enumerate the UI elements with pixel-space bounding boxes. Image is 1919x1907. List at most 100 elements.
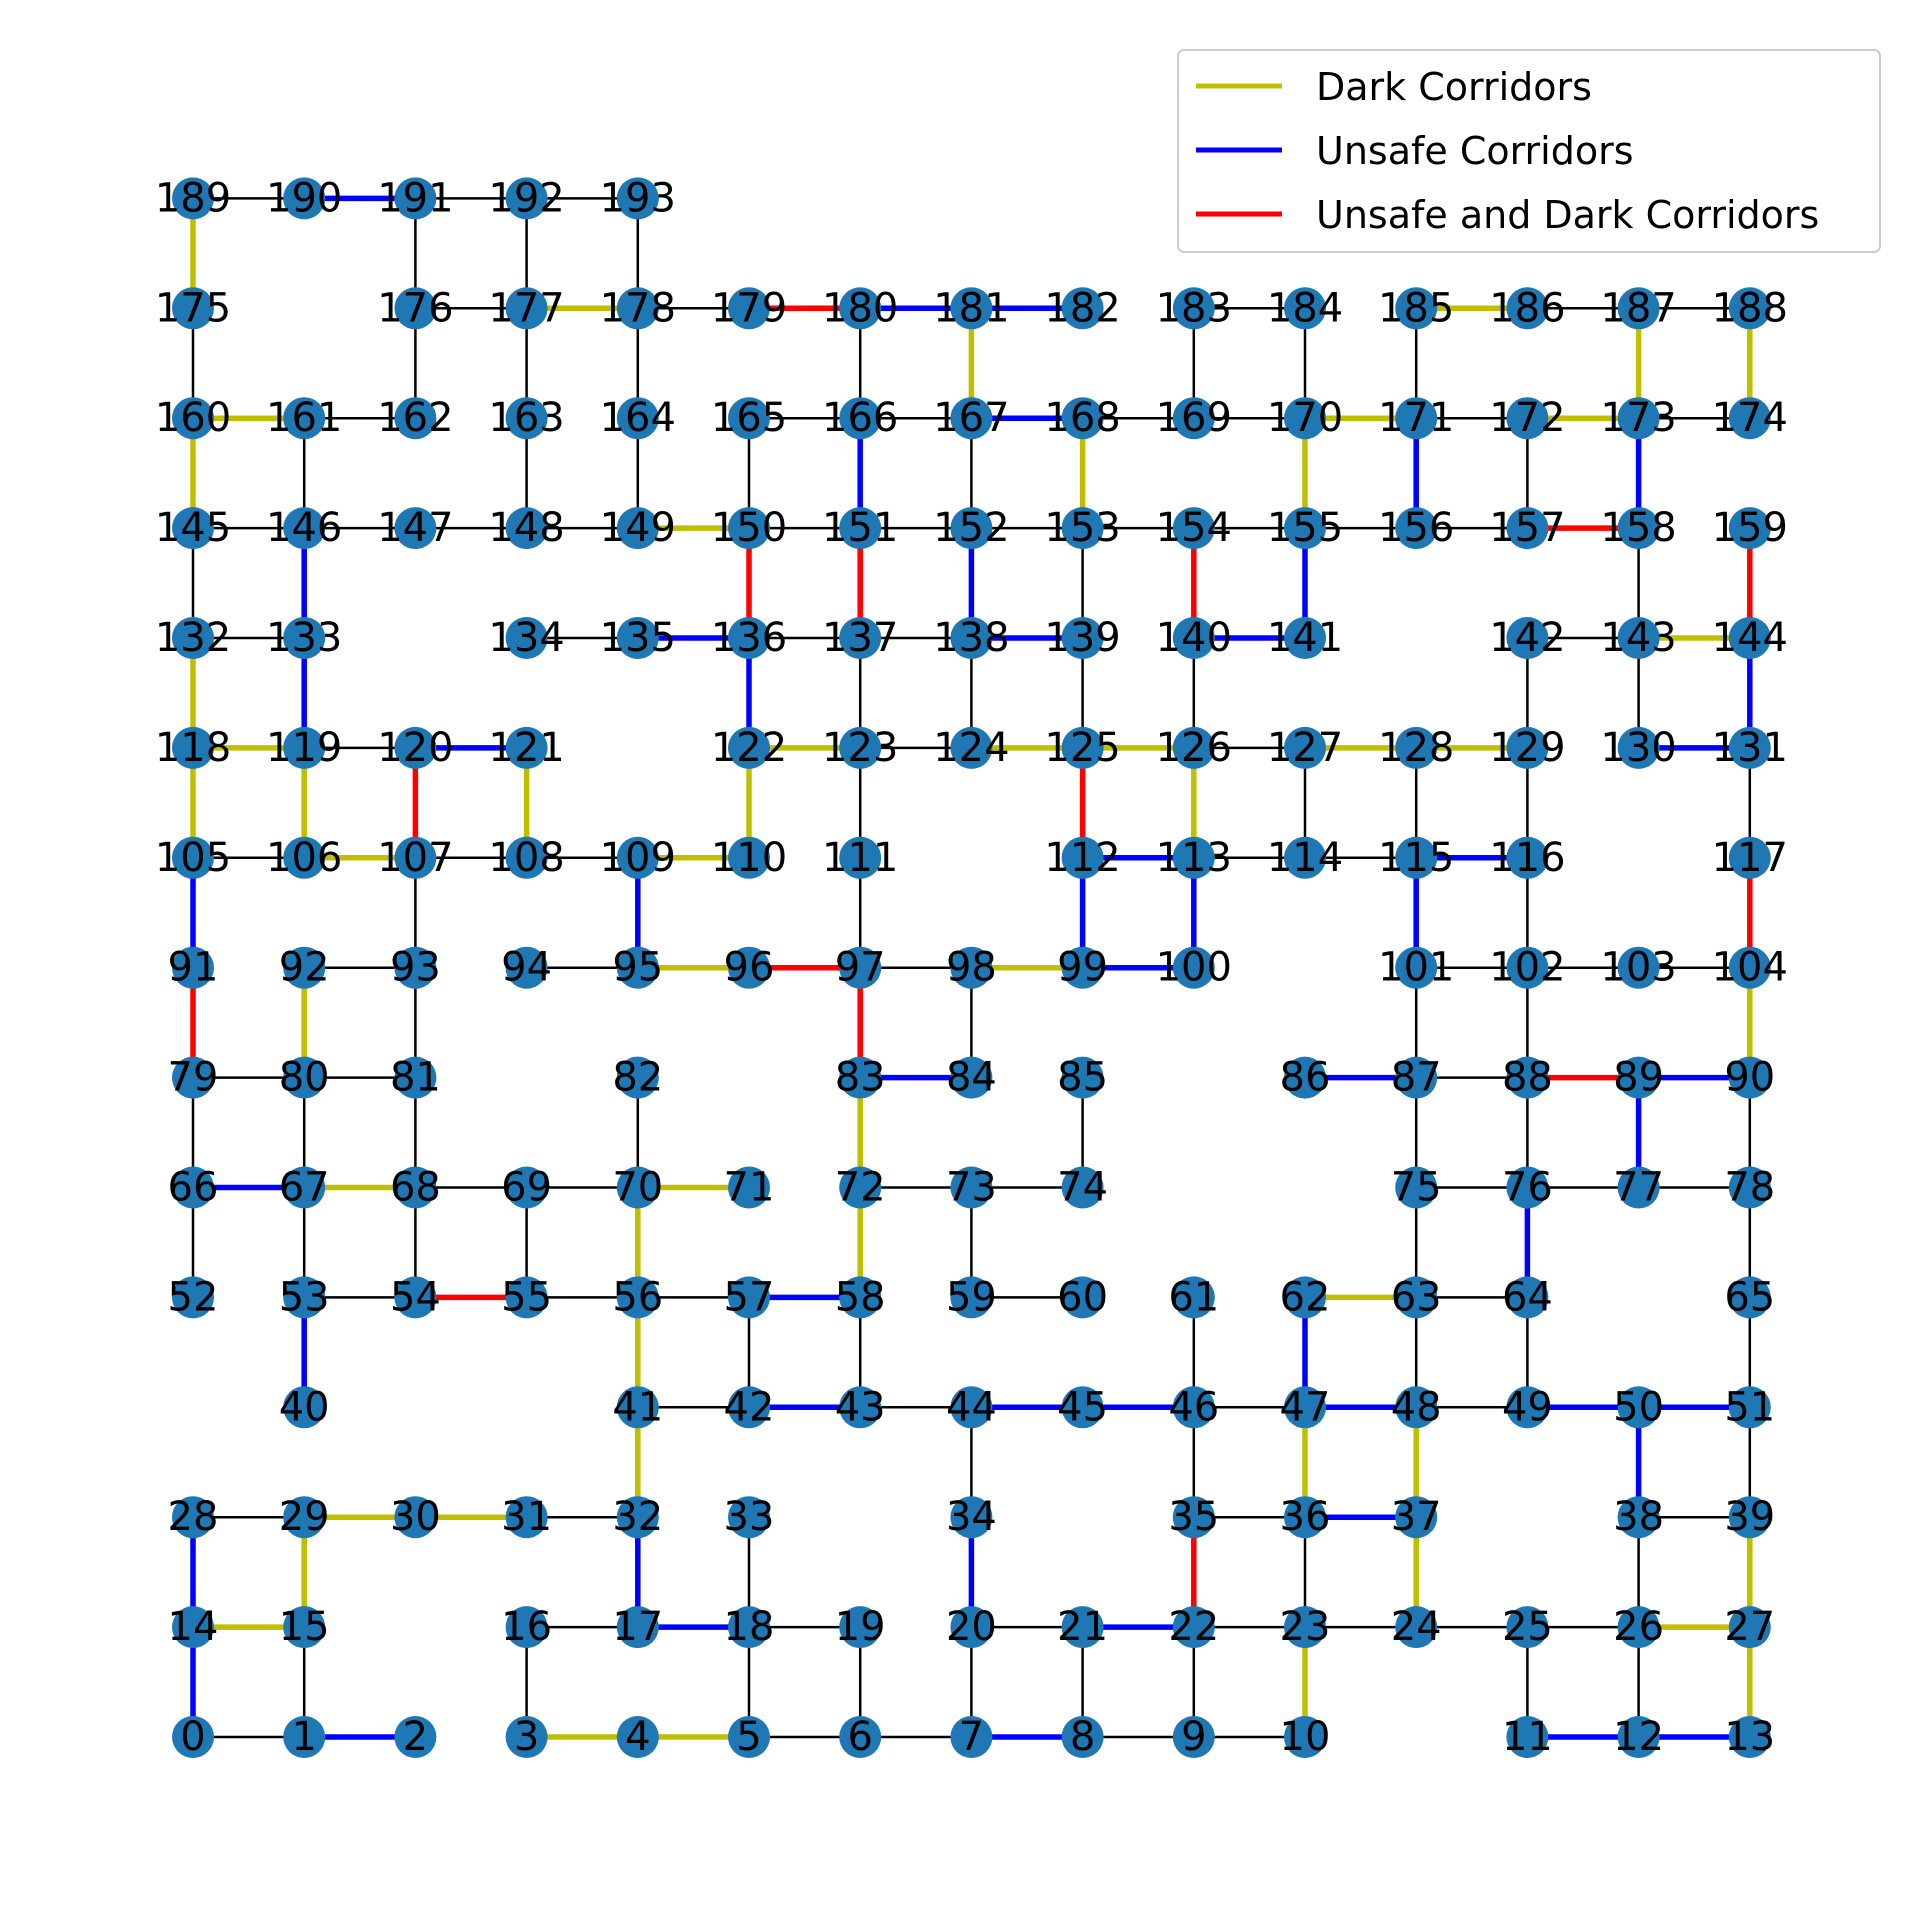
node-68: [394, 1166, 437, 1209]
node-label-128: 128: [1378, 725, 1454, 771]
node-label-75: 75: [1391, 1165, 1442, 1211]
node-label-76: 76: [1502, 1165, 1553, 1211]
node-129: [1506, 726, 1549, 769]
node-6: [839, 1716, 882, 1758]
node-101: [1395, 946, 1438, 989]
node-label-157: 157: [1489, 505, 1565, 551]
legend-label-unsafe: Unsafe Corridors: [1316, 129, 1634, 173]
node-184: [1284, 287, 1326, 330]
node-16: [505, 1606, 548, 1649]
node-label-168: 168: [1044, 395, 1120, 441]
node-label-32: 32: [612, 1494, 663, 1540]
node-label-169: 169: [1156, 395, 1232, 441]
node-label-135: 135: [600, 615, 676, 661]
node-102: [1506, 946, 1549, 989]
node-165: [728, 397, 770, 440]
node-162: [394, 397, 437, 440]
node-label-127: 127: [1267, 725, 1343, 771]
node-11: [1506, 1716, 1549, 1758]
node-52: [172, 1276, 214, 1319]
node-label-134: 134: [488, 615, 564, 661]
node-label-159: 159: [1712, 505, 1788, 551]
node-label-84: 84: [946, 1055, 997, 1101]
node-label-54: 54: [390, 1274, 441, 1320]
node-17: [616, 1606, 659, 1649]
node-171: [1395, 397, 1438, 440]
node-label-46: 46: [1168, 1384, 1219, 1430]
node-label-158: 158: [1600, 505, 1676, 551]
node-label-62: 62: [1280, 1274, 1331, 1320]
node-label-131: 131: [1712, 725, 1788, 771]
node-label-180: 180: [822, 285, 898, 331]
node-49: [1506, 1386, 1549, 1429]
node-label-49: 49: [1502, 1384, 1553, 1430]
node-label-189: 189: [155, 175, 231, 221]
node-label-177: 177: [488, 285, 564, 331]
node-label-21: 21: [1057, 1604, 1108, 1650]
node-180: [839, 287, 882, 330]
node-label-38: 38: [1613, 1494, 1664, 1540]
node-label-181: 181: [933, 285, 1009, 331]
node-label-28: 28: [168, 1494, 219, 1540]
node-label-92: 92: [279, 945, 330, 991]
node-label-20: 20: [946, 1604, 997, 1650]
node-43: [839, 1386, 882, 1429]
node-label-114: 114: [1267, 835, 1343, 881]
node-label-65: 65: [1724, 1274, 1775, 1320]
node-154: [1172, 507, 1215, 550]
node-label-64: 64: [1502, 1274, 1553, 1320]
node-44: [950, 1386, 993, 1429]
node-176: [394, 287, 437, 330]
node-40: [283, 1386, 326, 1429]
node-12: [1617, 1716, 1660, 1758]
node-label-86: 86: [1280, 1055, 1331, 1101]
node-label-88: 88: [1502, 1055, 1553, 1101]
node-107: [394, 836, 437, 879]
node-139: [1061, 617, 1104, 659]
node-label-80: 80: [279, 1055, 330, 1101]
node-100: [1172, 946, 1215, 989]
node-189: [172, 177, 214, 220]
node-label-78: 78: [1724, 1165, 1775, 1211]
node-18: [728, 1606, 770, 1649]
node-157: [1506, 507, 1549, 550]
node-161: [283, 397, 326, 440]
node-160: [172, 397, 214, 440]
node-label-50: 50: [1613, 1384, 1664, 1430]
node-label-100: 100: [1156, 945, 1232, 991]
node-118: [172, 726, 214, 769]
node-label-144: 144: [1712, 615, 1788, 661]
node-label-178: 178: [600, 285, 676, 331]
node-label-102: 102: [1489, 945, 1565, 991]
node-142: [1506, 617, 1549, 659]
node-51: [1728, 1386, 1771, 1429]
node-label-146: 146: [266, 505, 342, 551]
node-label-152: 152: [933, 505, 1009, 551]
node-label-138: 138: [933, 615, 1009, 661]
node-label-183: 183: [1156, 285, 1232, 331]
node-164: [616, 397, 659, 440]
node-label-188: 188: [1712, 285, 1788, 331]
node-90: [1728, 1056, 1771, 1099]
node-label-4: 4: [625, 1714, 650, 1760]
node-42: [728, 1386, 770, 1429]
node-158: [1617, 507, 1660, 550]
node-label-3: 3: [514, 1714, 539, 1760]
node-label-129: 129: [1489, 725, 1565, 771]
node-label-96: 96: [724, 945, 775, 991]
node-label-58: 58: [835, 1274, 886, 1320]
node-127: [1284, 726, 1326, 769]
node-label-162: 162: [377, 395, 453, 441]
node-label-70: 70: [612, 1165, 663, 1211]
node-65: [1728, 1276, 1771, 1319]
node-label-48: 48: [1391, 1384, 1442, 1430]
node-175: [172, 287, 214, 330]
node-label-137: 137: [822, 615, 898, 661]
node-label-39: 39: [1724, 1494, 1775, 1540]
node-label-176: 176: [377, 285, 453, 331]
node-label-133: 133: [266, 615, 342, 661]
node-119: [283, 726, 326, 769]
node-label-91: 91: [168, 945, 219, 991]
node-label-47: 47: [1280, 1384, 1331, 1430]
node-label-120: 120: [377, 725, 453, 771]
